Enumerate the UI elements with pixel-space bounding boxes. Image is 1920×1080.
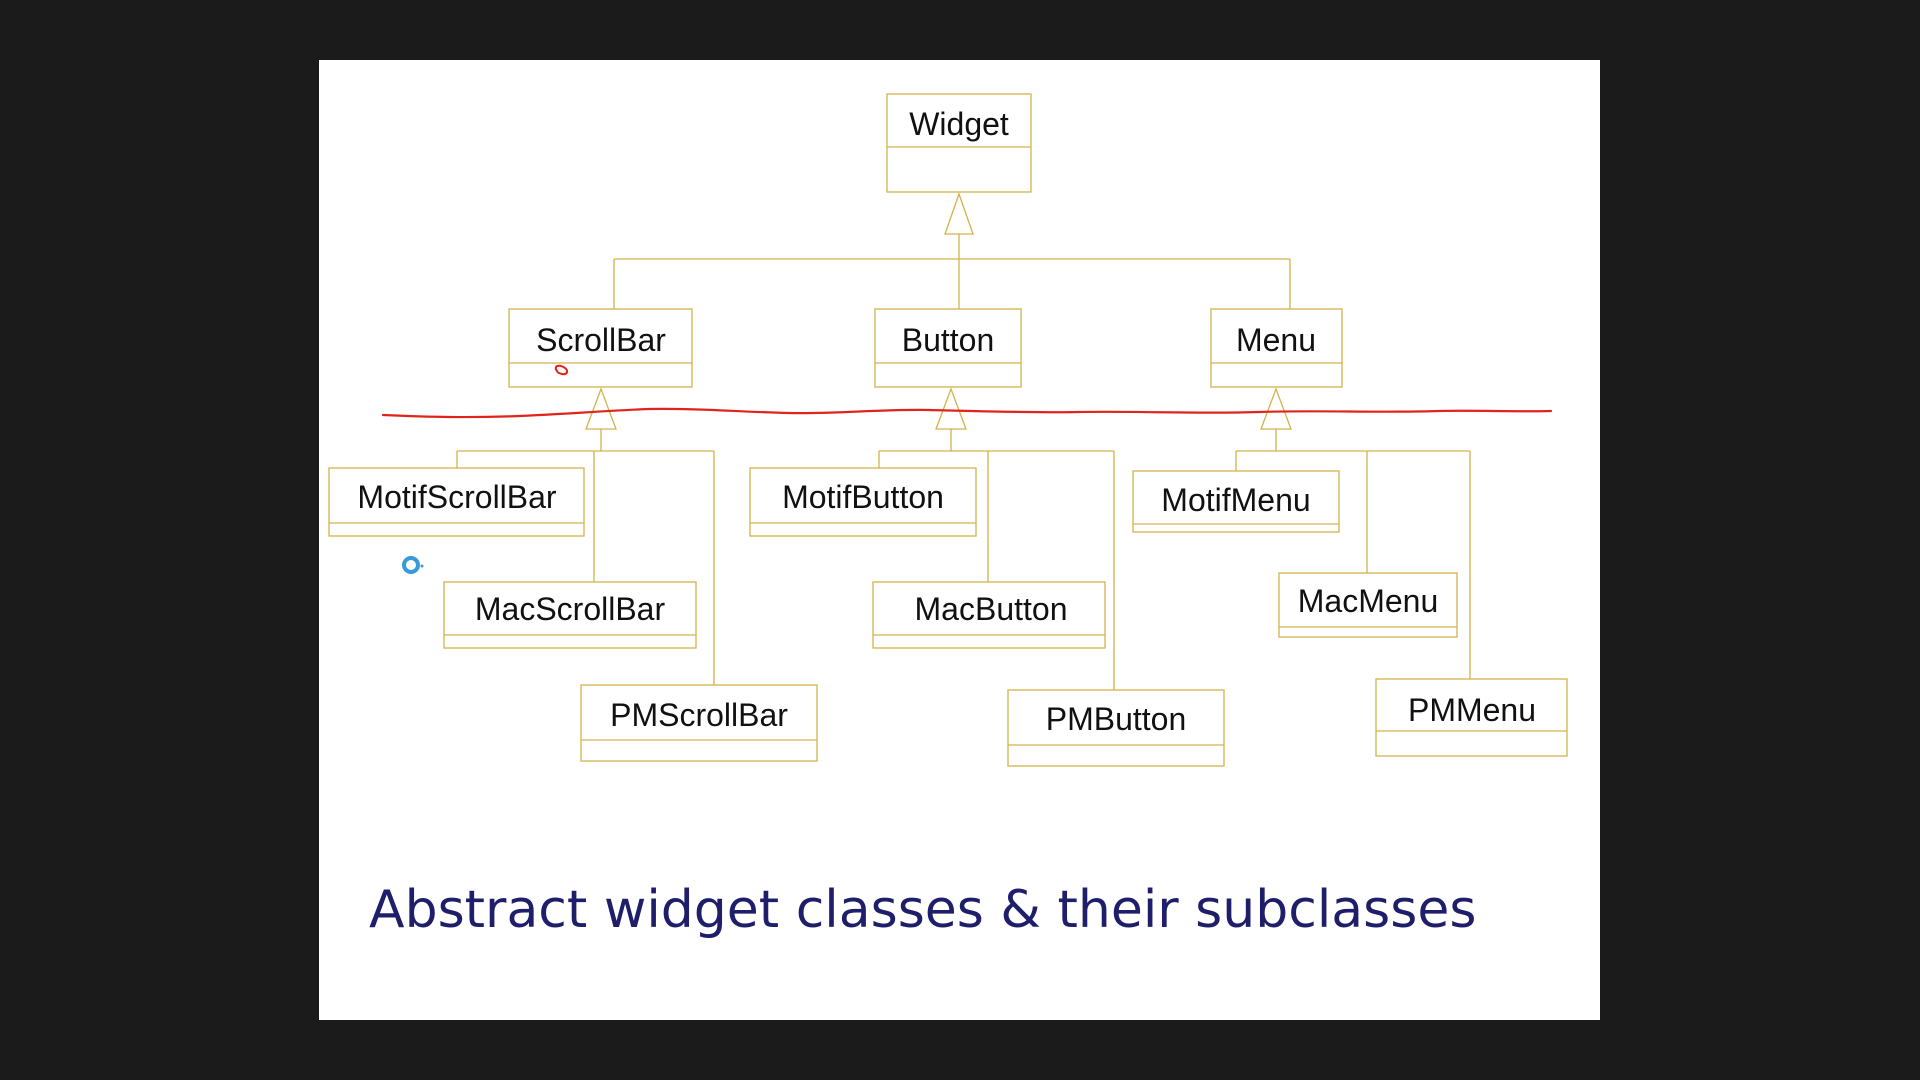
class-name-button: Button (902, 322, 995, 358)
slide: Widget ScrollBar Button Menu MotifScroll… (319, 60, 1600, 1020)
inheritance-connector-widget (613, 192, 1291, 309)
class-name-menu: Menu (1236, 322, 1316, 358)
class-box-macscrollbar (443, 581, 697, 649)
red-annotation-mark (554, 364, 569, 376)
class-name-macscrollbar: MacScrollBar (475, 591, 666, 627)
class-name-pmmenu: PMMenu (1408, 692, 1536, 728)
class-box-macmenu (1278, 572, 1458, 638)
class-name-macmenu: MacMenu (1298, 583, 1439, 619)
inheritance-connector-scrollbar (456, 387, 715, 685)
class-box-button (874, 308, 1022, 388)
pointer-cursor-icon (402, 556, 424, 574)
slide-caption: Abstract widget classes & their subclass… (369, 880, 1477, 940)
class-box-menu (1210, 308, 1343, 388)
class-box-widget (886, 93, 1032, 193)
class-name-motifscrollbar: MotifScrollBar (357, 479, 557, 515)
class-name-macbutton: MacButton (915, 591, 1068, 627)
class-name-widget: Widget (909, 106, 1009, 142)
class-box-scrollbar (508, 308, 693, 388)
class-name-motifbutton: MotifButton (782, 479, 944, 515)
class-name-pmbutton: PMButton (1046, 701, 1187, 737)
class-box-motifscrollbar (328, 467, 585, 537)
class-box-pmmenu (1375, 678, 1568, 757)
class-box-motifmenu (1132, 470, 1340, 533)
inheritance-connector-menu (1235, 387, 1471, 679)
class-box-pmscrollbar (580, 684, 818, 762)
class-name-motifmenu: MotifMenu (1161, 482, 1310, 518)
uml-class-diagram: Widget ScrollBar Button Menu MotifScroll… (328, 93, 1568, 767)
class-box-macbutton (872, 581, 1106, 649)
inheritance-connector-button (878, 387, 1115, 690)
class-name-pmscrollbar: PMScrollBar (610, 697, 788, 733)
class-name-scrollbar: ScrollBar (536, 322, 666, 358)
class-box-pmbutton (1007, 689, 1225, 767)
red-annotation-line (381, 407, 1553, 419)
class-box-motifbutton (749, 467, 977, 537)
